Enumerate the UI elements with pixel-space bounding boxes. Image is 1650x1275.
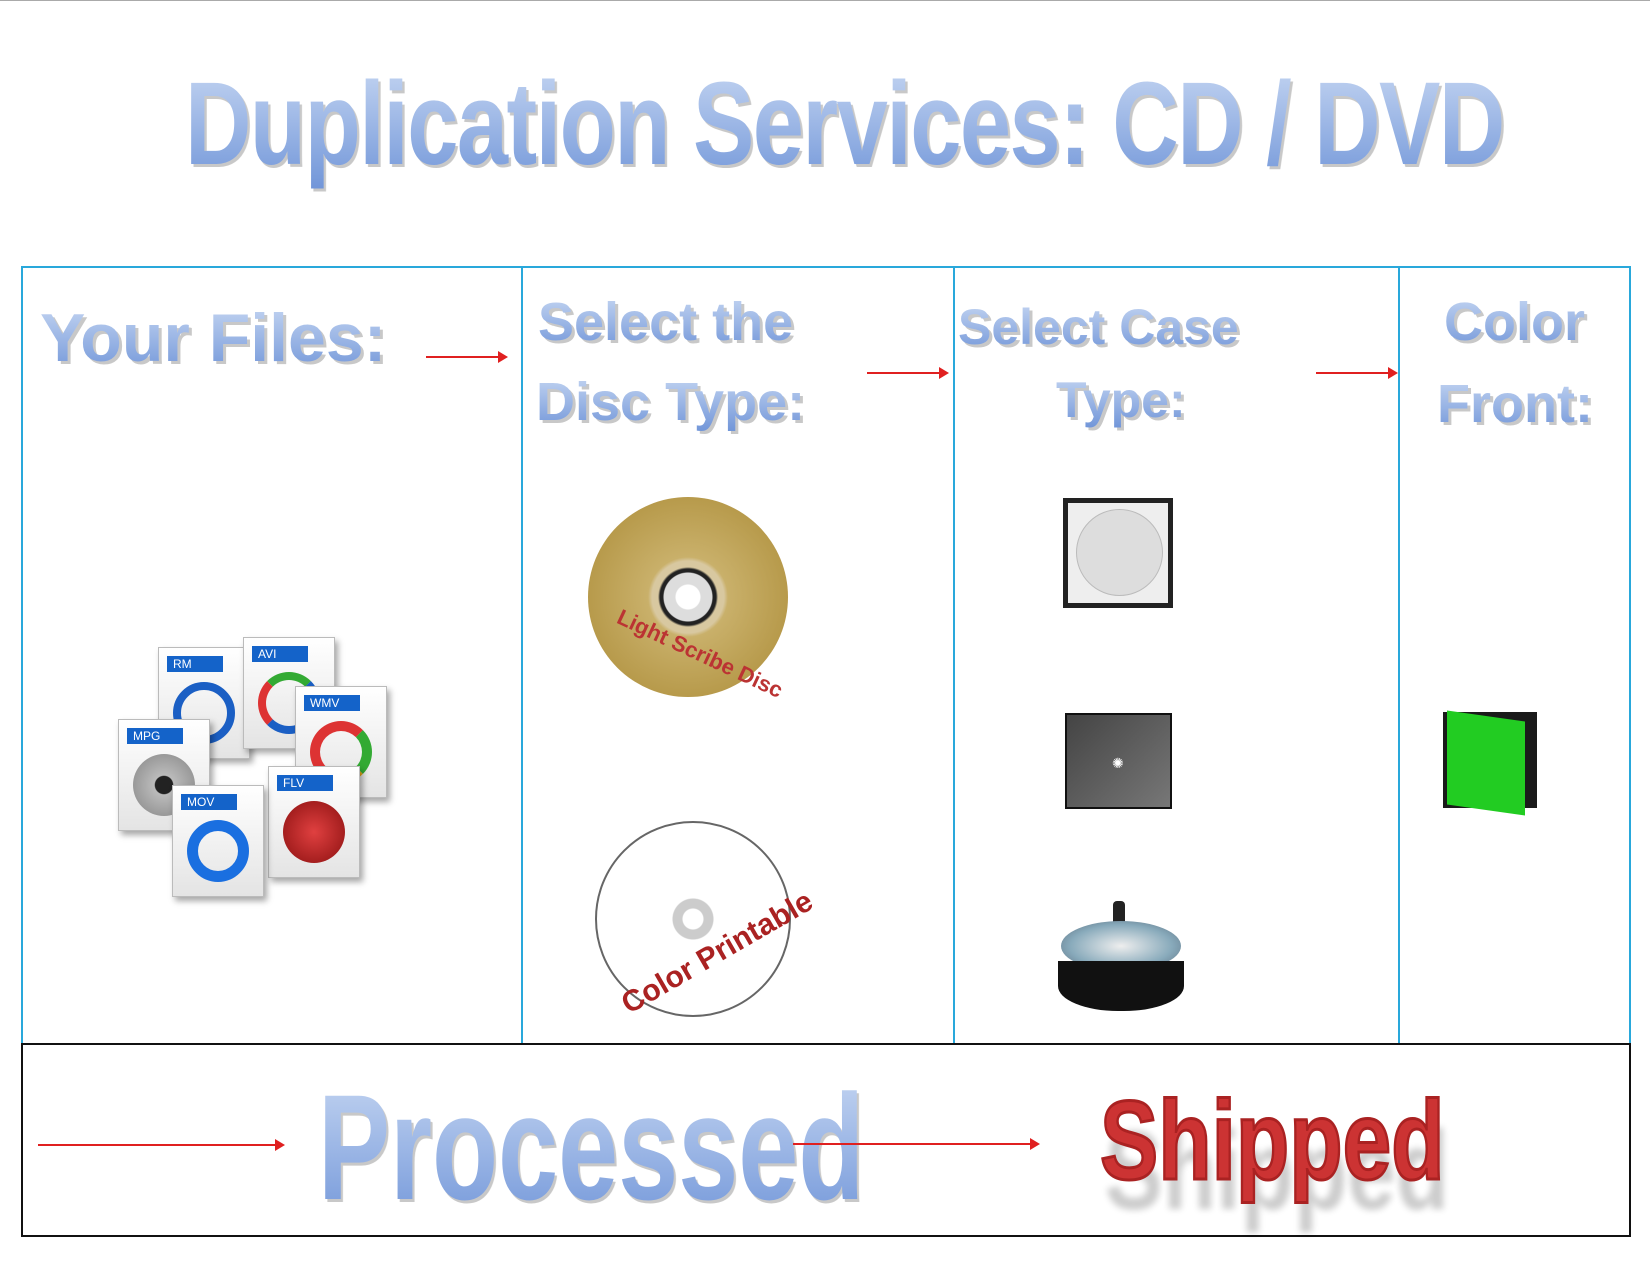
arrow-icon — [867, 367, 949, 379]
shipped-label: Shipped — [1099, 1077, 1446, 1205]
arrow-icon — [793, 1138, 1040, 1150]
heading-select-the: Select the — [538, 292, 794, 352]
file-icon-mov: MOV — [172, 785, 264, 897]
process-row — [21, 1043, 1631, 1237]
jewel-case: ✺ — [1065, 713, 1172, 809]
processed-label: Processed — [318, 1061, 864, 1234]
heading-color: Color — [1444, 292, 1585, 352]
file-icon-mpg: MPG — [118, 719, 210, 831]
heading-front: Front: — [1437, 374, 1593, 434]
heading-disc-type: Disc Type: — [536, 372, 806, 432]
green-front-case — [1443, 710, 1537, 816]
spindle-case — [1058, 901, 1188, 1026]
page-title: Duplication Services: CD / DVD — [185, 58, 1505, 190]
arrow-icon — [38, 1139, 285, 1151]
arrow-icon — [1316, 367, 1398, 379]
file-icon-flv: FLV — [268, 766, 360, 878]
heading-type: Type: — [1056, 372, 1186, 428]
light-scribe-disc — [588, 497, 788, 697]
paper-sleeve-case — [1063, 498, 1173, 608]
color-printable-disc — [595, 821, 791, 1017]
heading-your-files: Your Files: — [40, 300, 387, 376]
heading-select-case: Select Case — [958, 299, 1239, 355]
arrow-icon — [426, 351, 508, 363]
